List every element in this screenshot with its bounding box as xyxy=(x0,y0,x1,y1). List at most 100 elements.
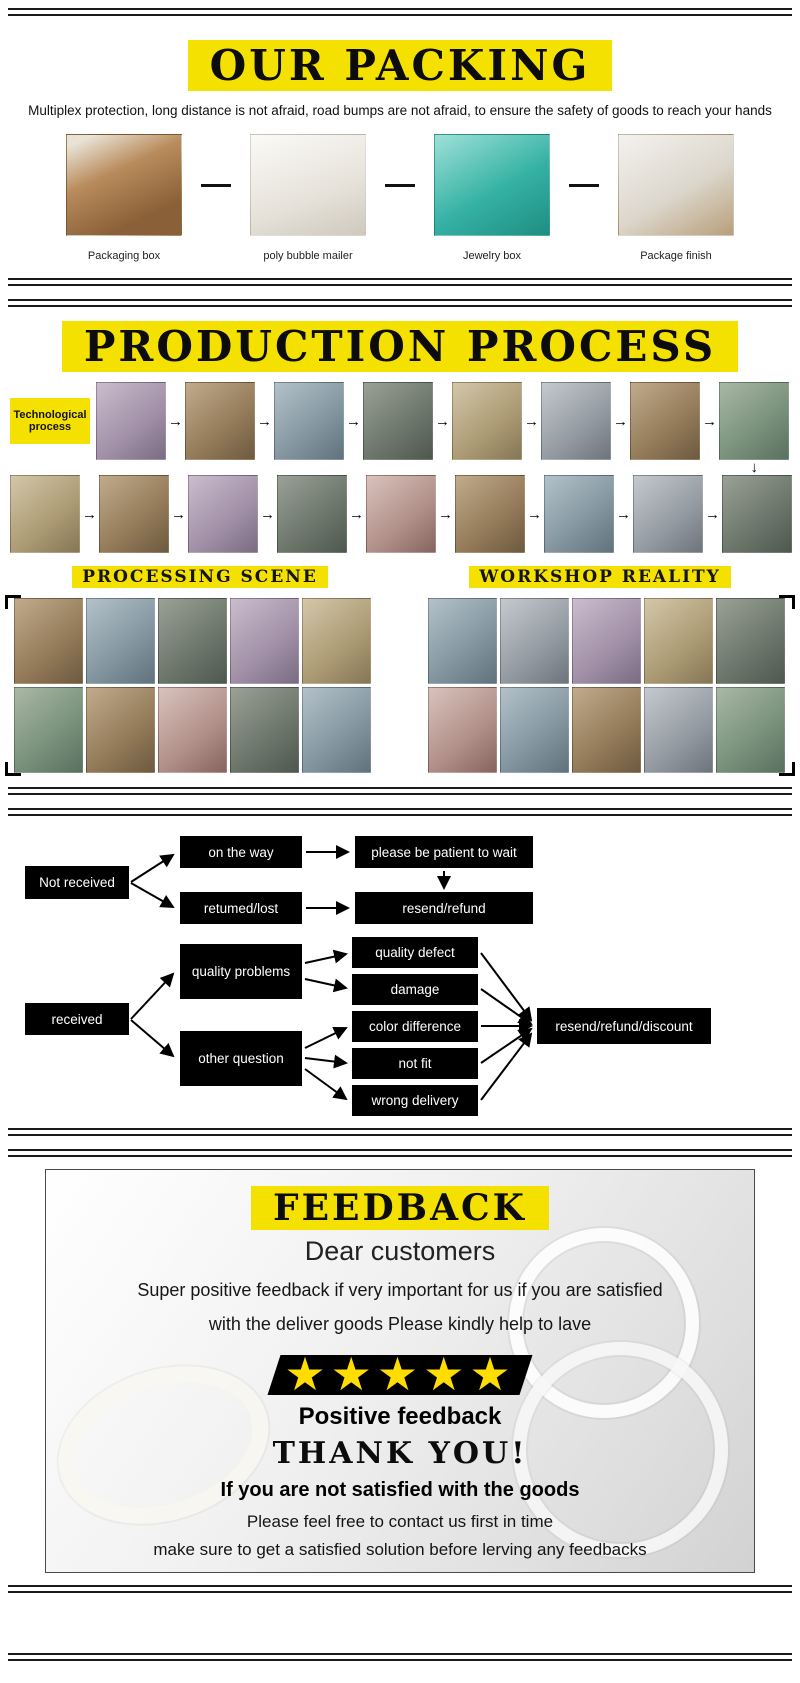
corner-mark xyxy=(779,595,795,609)
flow-node-received: received xyxy=(25,1003,129,1035)
process-strip-1: Technological process → → → → → → → xyxy=(10,382,790,460)
process-photo xyxy=(633,475,703,553)
feedback-title-row: FEEDBACK xyxy=(46,1186,754,1230)
processing-scene-photo xyxy=(14,687,83,773)
process-strips: Technological process → → → → → → → ↓ xyxy=(0,382,800,553)
dash-connector xyxy=(201,184,231,187)
feedback-box: FEEDBACK Dear customers Super positive f… xyxy=(45,1169,755,1573)
process-photo xyxy=(10,475,80,553)
right-arrow-icon: → xyxy=(168,412,183,430)
dash-connector xyxy=(385,184,415,187)
process-photo xyxy=(363,382,433,460)
workshop-photo xyxy=(428,598,497,684)
workshop-photo xyxy=(500,687,569,773)
flowchart-arrows xyxy=(130,845,533,1101)
right-arrow-icon: → xyxy=(438,505,453,523)
technological-process-label: Technological process xyxy=(10,398,90,444)
packing-title: OUR PACKING xyxy=(187,40,613,91)
processing-scene-photo xyxy=(86,687,155,773)
flow-node-on-the-way: on the way xyxy=(180,836,302,868)
section-divider xyxy=(8,1128,792,1136)
processing-scene-photo xyxy=(302,598,371,684)
right-arrow-icon: → xyxy=(702,412,717,430)
workshop-reality-heading-col: WORKSHOP REALITY xyxy=(400,566,800,588)
workshop-photo xyxy=(644,598,713,684)
process-photo xyxy=(188,475,258,553)
thank-you-text: THANK YOU! xyxy=(272,1436,528,1471)
feedback-title: FEEDBACK xyxy=(251,1186,549,1230)
section-divider xyxy=(8,278,792,286)
packing-item-label: Jewelry box xyxy=(462,250,522,262)
flow-node-quality-problems: quality problems xyxy=(180,944,302,999)
processing-scene-photo xyxy=(14,598,83,684)
feedback-line-1: Super positive feedback if very importan… xyxy=(137,1280,663,1300)
packing-section: OUR PACKING Multiplex protection, long d… xyxy=(0,40,800,278)
right-arrow-icon: → xyxy=(435,412,450,430)
process-strip-2: → → → → → → → → xyxy=(10,475,792,553)
process-photo xyxy=(722,475,792,553)
section-divider xyxy=(8,299,792,307)
packing-item-label: poly bubble mailer xyxy=(263,250,353,262)
after-sale-flowchart: on the way please be patient to wait Not… xyxy=(0,826,800,1128)
process-photo xyxy=(185,382,255,460)
packing-item-label: Package finish xyxy=(640,250,712,262)
production-section: PRODUCTION PROCESS Technological process… xyxy=(0,321,800,787)
processing-scene-photo xyxy=(158,598,227,684)
right-arrow-icon: → xyxy=(82,505,97,523)
five-star-banner: ★★★★★ xyxy=(250,1347,550,1403)
production-title-row: PRODUCTION PROCESS xyxy=(0,321,800,372)
section-divider xyxy=(8,1149,792,1157)
workshop-photo xyxy=(572,598,641,684)
process-photo xyxy=(719,382,789,460)
poly-bubble-mailer-photo xyxy=(250,134,366,236)
processing-scene-photo xyxy=(230,598,299,684)
processing-scene-heading-col: PROCESSING SCENE xyxy=(0,566,400,588)
right-arrow-icon: → xyxy=(616,505,631,523)
right-arrow-icon: → xyxy=(613,412,628,430)
feedback-section: FEEDBACK Dear customers Super positive f… xyxy=(0,1157,800,1573)
process-photo xyxy=(366,475,436,553)
flow-node-resend-refund: resend/refund xyxy=(355,892,533,924)
positive-feedback-label: Positive feedback xyxy=(298,1403,502,1430)
workshop-photo xyxy=(500,598,569,684)
solution-line: make sure to get a satisfied solution be… xyxy=(153,1540,647,1559)
right-arrow-icon: → xyxy=(524,412,539,430)
packing-subtitle: Multiplex protection, long distance is n… xyxy=(28,103,772,118)
packing-item: Packaging box xyxy=(51,134,197,262)
dash-connector xyxy=(569,184,599,187)
processing-scene-photos xyxy=(14,598,372,773)
process-photo xyxy=(452,382,522,460)
process-photo xyxy=(277,475,347,553)
section-divider xyxy=(8,1585,792,1593)
five-stars-icon: ★★★★★ xyxy=(284,1348,516,1400)
contact-line: Please feel free to contact us first in … xyxy=(246,1512,554,1531)
right-arrow-icon: → xyxy=(346,412,361,430)
packing-item: Package finish xyxy=(603,134,749,262)
right-arrow-icon: → xyxy=(349,505,364,523)
workshop-photo xyxy=(716,598,785,684)
workshop-reality-heading: WORKSHOP REALITY xyxy=(469,566,731,588)
flow-node-returned-lost: retumed/lost xyxy=(180,892,302,924)
processing-scene-photo xyxy=(302,687,371,773)
section-divider xyxy=(8,8,792,16)
processing-scene-heading: PROCESSING SCENE xyxy=(72,566,328,588)
packaging-box-photo xyxy=(66,134,182,236)
process-photo xyxy=(96,382,166,460)
workshop-photo xyxy=(716,687,785,773)
feedback-greeting: Dear customers xyxy=(304,1236,496,1266)
process-photo xyxy=(630,382,700,460)
corner-mark xyxy=(5,762,21,776)
right-arrow-icon: → xyxy=(257,412,272,430)
jewelry-box-photo xyxy=(434,134,550,236)
right-arrow-icon: → xyxy=(171,505,186,523)
down-arrow-icon: ↓ xyxy=(750,459,759,476)
section-divider xyxy=(8,808,792,816)
right-arrow-icon: → xyxy=(705,505,720,523)
flow-node-color-difference: color difference xyxy=(352,1011,478,1042)
photo-grid xyxy=(5,595,795,776)
workshop-photo xyxy=(644,687,713,773)
flow-node-please-wait: please be patient to wait xyxy=(355,836,533,868)
processing-scene-photo xyxy=(86,598,155,684)
corner-mark xyxy=(779,762,795,776)
